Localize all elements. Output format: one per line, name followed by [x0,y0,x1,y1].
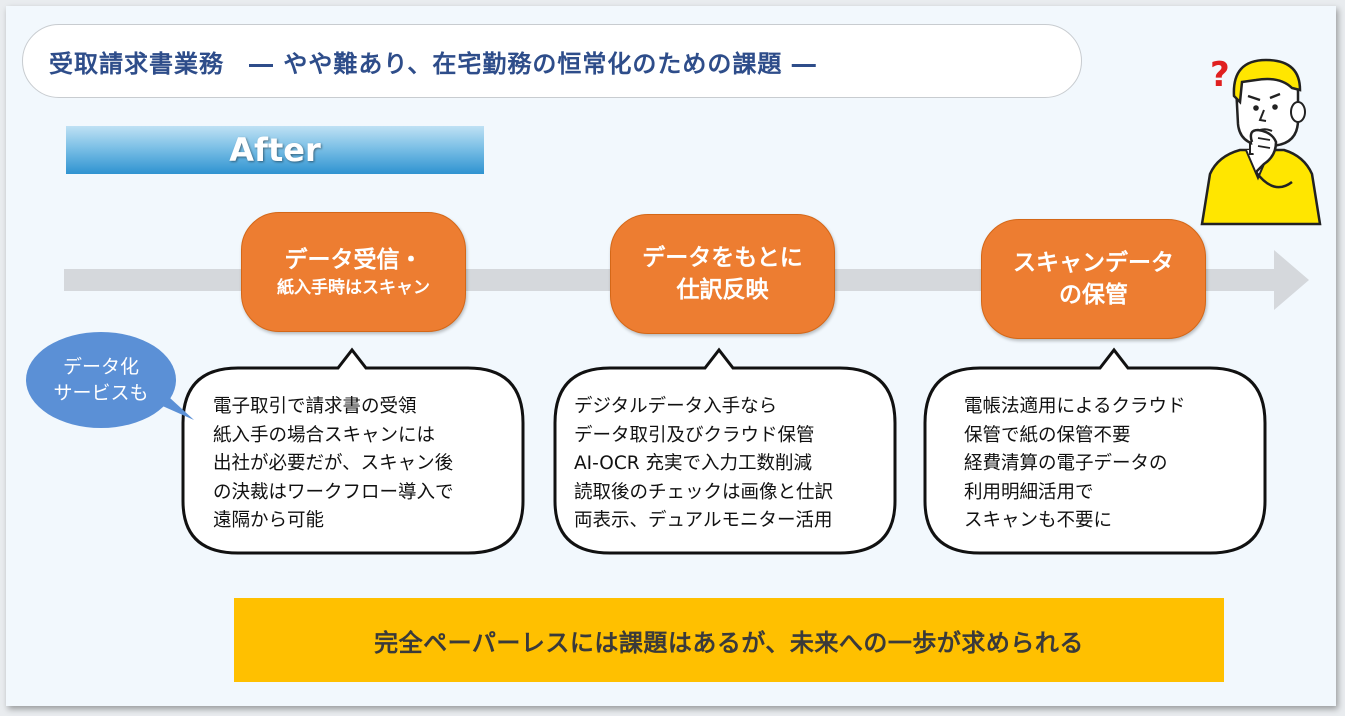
step-3-subtitle: の保管 [1059,282,1128,308]
step-3-detail: 電帳法適用によるクラウド 保管で紙の保管不要 経費清算の電子データの 利用明細活… [964,393,1185,536]
thinking-person-icon: ? [1200,55,1322,226]
conclusion-text: 完全ペーパーレスには課題はあるが、未来への一歩が求められる [374,628,1084,657]
detail-line: デジタルデータ入手なら [574,396,778,417]
detail-line: の決裁はワークフロー導入で [213,481,454,503]
step-2-title: データをもとに [642,245,803,271]
question-mark: ? [1210,55,1230,95]
side-note: データ化 サービスも [26,332,176,428]
step-3-box: スキャンデータ の保管 [981,219,1206,339]
after-banner: After [66,126,484,174]
detail-line: 出社が必要だが、スキャン後 [213,453,454,474]
speech-bubble-3 [923,347,1267,555]
detail-line: 電子取引で請求書の受領 [213,396,417,417]
step-1-title: データ受信・ [284,247,423,273]
after-label: After [229,131,321,169]
step-1-subtitle: 紙入手時はスキャン [277,278,430,298]
step-2-detail: デジタルデータ入手なら データ取引及びクラウド保管 AI-OCR 充実で入力工数… [574,393,833,536]
detail-line: AI-OCR 充実で入力工数削減 [574,453,813,474]
speech-bubble-2 [553,347,897,555]
detail-line: 保管で紙の保管不要 [964,424,1131,446]
step-1-detail: 電子取引で請求書の受領 紙入手の場合スキャンには 出社が必要だが、スキャン後 の… [213,393,454,536]
step-3-title: スキャンデータ [1013,250,1174,276]
detail-line: スキャンも不要に [964,510,1113,531]
detail-line: 利用明細活用で [964,481,1094,503]
side-note-line: データ化 [62,356,139,378]
detail-line: 遠隔から可能 [213,510,325,531]
title-box: 受取請求書業務 ― やや難あり、在宅勤務の恒常化のための課題 ― [22,24,1082,98]
detail-line: 紙入手の場合スキャンには [213,424,436,446]
slide: 受取請求書業務 ― やや難あり、在宅勤務の恒常化のための課題 ― After 電… [6,6,1336,706]
side-note-line: サービスも [53,382,149,404]
detail-line: 両表示、デュアルモニター活用 [574,510,833,531]
step-1-box: データ受信・ 紙入手時はスキャン [241,212,466,332]
detail-line: 電帳法適用によるクラウド [964,396,1186,417]
detail-line: 経費清算の電子データの [964,453,1168,474]
detail-line: 読取後のチェックは画像と仕訳 [574,481,834,503]
speech-bubble-1 [181,347,525,555]
page-title: 受取請求書業務 ― やや難あり、在宅勤務の恒常化のための課題 ― [49,49,817,78]
conclusion-banner: 完全ペーパーレスには課題はあるが、未来への一歩が求められる [234,598,1224,682]
step-2-subtitle: 仕訳反映 [676,277,769,303]
detail-line: データ取引及びクラウド保管 [574,424,815,446]
step-2-box: データをもとに 仕訳反映 [610,214,835,334]
